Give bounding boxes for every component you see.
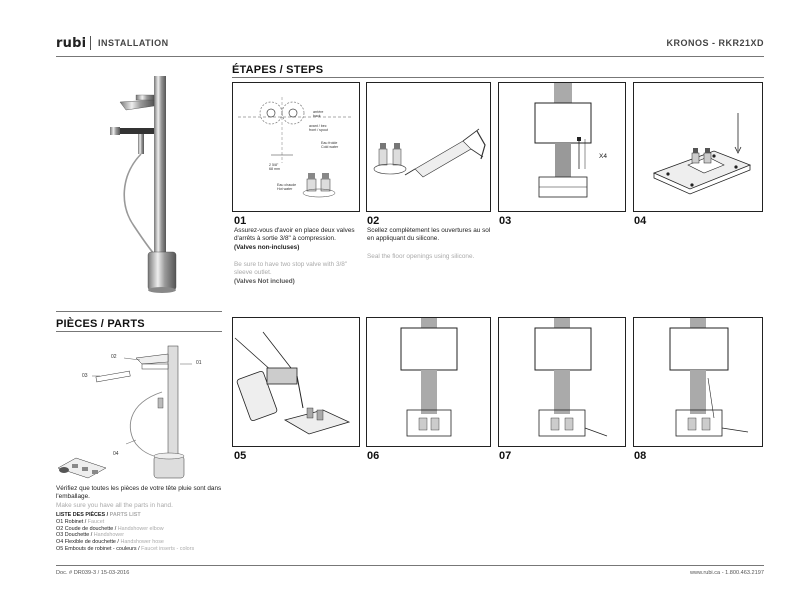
part-item-fr: O1 Robinet / xyxy=(56,518,88,525)
step-07-number: 07 xyxy=(499,450,512,462)
step-04-number: 04 xyxy=(634,215,647,227)
step-08-illustration xyxy=(633,317,763,447)
footer-doc-number: Doc. # DR039-3 / 15-03-2016 xyxy=(56,570,130,576)
faucet-product-image xyxy=(110,76,177,293)
step-06-illustration xyxy=(366,317,491,447)
step-02-illustration xyxy=(366,82,491,212)
callout-hot-water: Eau chaude Hot water xyxy=(277,183,297,192)
header-divider xyxy=(90,36,91,50)
parts-list-item: O1 Robinet / Faucet xyxy=(56,519,226,526)
parts-section-title: PIÈCES / PARTS xyxy=(56,318,145,330)
step-01-illustration: arrière back avant / bec front / spout E… xyxy=(232,82,360,212)
step-01-description-fr: Assurez-vous d'avoir en place deux valve… xyxy=(234,227,364,252)
step-01-description-en: Be sure to have two stop valve with 3/8"… xyxy=(234,261,354,286)
steps-title-rule xyxy=(232,77,764,78)
callout-cold-water: Eau froide Cold water xyxy=(321,141,339,150)
step-05-number: 05 xyxy=(234,450,247,462)
part-item-en: Faucet inserts - colors xyxy=(141,545,195,552)
parts-list-item: O4 Flexible de douchette / Handshower ho… xyxy=(56,539,226,546)
callout-dimension: 2 5/8" 68 mm xyxy=(269,163,280,172)
part-item-fr: O2 Coude de douchette / xyxy=(56,525,118,532)
parts-title-rule xyxy=(56,331,222,332)
step-01-text-fr: Assurez-vous d'avoir en place deux valve… xyxy=(234,227,355,243)
parts-check-fr: Vérifiez que toutes les pièces de votre … xyxy=(56,485,222,501)
parts-list-item: O3 Douchette / Handshower xyxy=(56,532,226,539)
part-item-fr: O5 Embouts de robinet - couleurs / xyxy=(56,545,142,552)
parts-list-title: LISTE DES PIÈCES / PARTS LIST xyxy=(56,512,226,519)
part-item-en: Handshower elbow xyxy=(117,525,164,532)
step-01-text-en: Be sure to have two stop valve with 3/8"… xyxy=(234,261,348,277)
footer-contact: www.rubi.ca - 1.800.463.2197 xyxy=(689,570,764,576)
parts-check-en: Make sure you have all the parts in hand… xyxy=(56,502,173,509)
step-08-number: 08 xyxy=(634,450,647,462)
parts-list-item: O2 Coude de douchette / Handshower elbow xyxy=(56,526,226,533)
part-label-02: 02 xyxy=(111,354,117,360)
part-item-fr: O4 Flexible de douchette / xyxy=(56,539,121,546)
callout-back: arrière back xyxy=(313,110,324,119)
parts-list-title-en: PARTS LIST xyxy=(109,512,141,518)
part-label-03: 03 xyxy=(82,373,88,379)
parts-list-title-fr: LISTE DES PIÈCES / xyxy=(56,512,110,518)
header-rule xyxy=(56,56,764,57)
brand-logo: rubi xyxy=(56,36,87,51)
callout-front: avant / bec front / spout xyxy=(309,124,328,133)
step-06-number: 06 xyxy=(367,450,380,462)
parts-exploded-diagram xyxy=(57,345,192,479)
step-02-text-fr: Scellez complètement les ouvertures au s… xyxy=(367,227,491,243)
footer-rule xyxy=(56,565,764,566)
part-label-04: 04 xyxy=(113,451,119,457)
parts-list: LISTE DES PIÈCES / PARTS LIST O1 Robinet… xyxy=(56,512,226,553)
parts-top-rule xyxy=(56,311,222,312)
step-03-illustration: X4 xyxy=(498,82,626,212)
model-number: KRONOS - RKR21XD xyxy=(666,38,764,48)
step-07-illustration xyxy=(498,317,626,447)
step-02-text-en: Seal the floor openings using silicone. xyxy=(367,253,475,260)
step-01-text-fr-bold: (Valves non-incluses) xyxy=(234,243,300,251)
part-item-en: Handshower hose xyxy=(120,539,164,546)
step-02-number: 02 xyxy=(367,215,380,227)
part-label-01: 01 xyxy=(196,360,202,366)
step-05-illustration xyxy=(232,317,360,447)
page-title: INSTALLATION xyxy=(98,38,169,48)
part-item-en: Handshower xyxy=(93,532,125,539)
step-03-number: 03 xyxy=(499,215,512,227)
step-01-text-en-bold: (Valves Not inclued) xyxy=(234,277,295,285)
parts-list-item: O5 Embouts de robinet - couleurs / Fauce… xyxy=(56,546,226,553)
callout-x4: X4 xyxy=(599,153,607,160)
part-item-en: Faucet xyxy=(87,518,105,525)
step-04-illustration xyxy=(633,82,763,212)
step-01-number: 01 xyxy=(234,215,247,227)
part-item-fr: O3 Douchette / xyxy=(56,532,94,539)
steps-section-title: ÉTAPES / STEPS xyxy=(232,64,324,76)
